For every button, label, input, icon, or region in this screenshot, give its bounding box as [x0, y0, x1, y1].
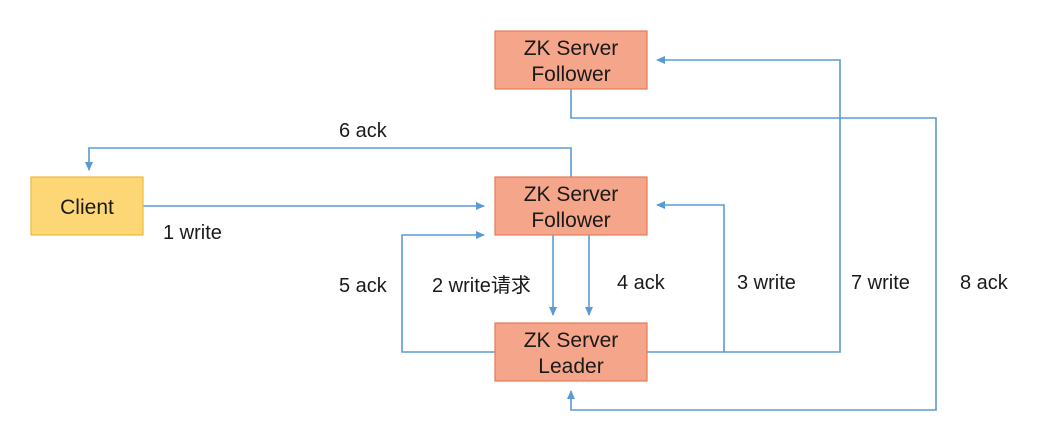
edge-3-write — [647, 201, 725, 353]
node-follower-top: ZK Server Follower — [494, 30, 648, 90]
follower-top-label-line2: Follower — [531, 63, 610, 86]
edge-8-ack — [567, 89, 937, 411]
edge-7-write — [656, 56, 841, 353]
edge-label-6-ack: 6 ack — [339, 120, 388, 142]
client-label: Client — [60, 196, 114, 219]
edge-6-ack — [85, 147, 572, 177]
edge-label-3-write: 3 write — [737, 272, 796, 294]
edge-label-8-ack: 8 ack — [960, 272, 1009, 294]
follower-mid-label-line1: ZK Server — [524, 183, 619, 206]
edge-5-ack — [401, 231, 495, 353]
follower-top-label-line1: ZK Server — [524, 37, 619, 60]
edges — [85, 56, 937, 411]
edge-label-7-write: 7 write — [851, 272, 910, 294]
edge-label-2-write-request: 2 write请求 — [432, 274, 531, 297]
leader-label-line2: Leader — [538, 355, 603, 378]
node-leader: ZK Server Leader — [494, 322, 648, 382]
leader-label-line1: ZK Server — [524, 329, 619, 352]
edge-label-1-write: 1 write — [163, 222, 222, 244]
edge-label-4-ack: 4 ack — [617, 272, 666, 294]
node-follower-mid: ZK Server Follower — [494, 176, 648, 236]
node-client: Client — [30, 176, 144, 236]
edge-label-5-ack: 5 ack — [339, 275, 388, 297]
follower-mid-label-line2: Follower — [531, 209, 610, 232]
edge-labels: 1 write 2 write请求 3 write 4 ack 5 ack 6 … — [163, 120, 1009, 297]
